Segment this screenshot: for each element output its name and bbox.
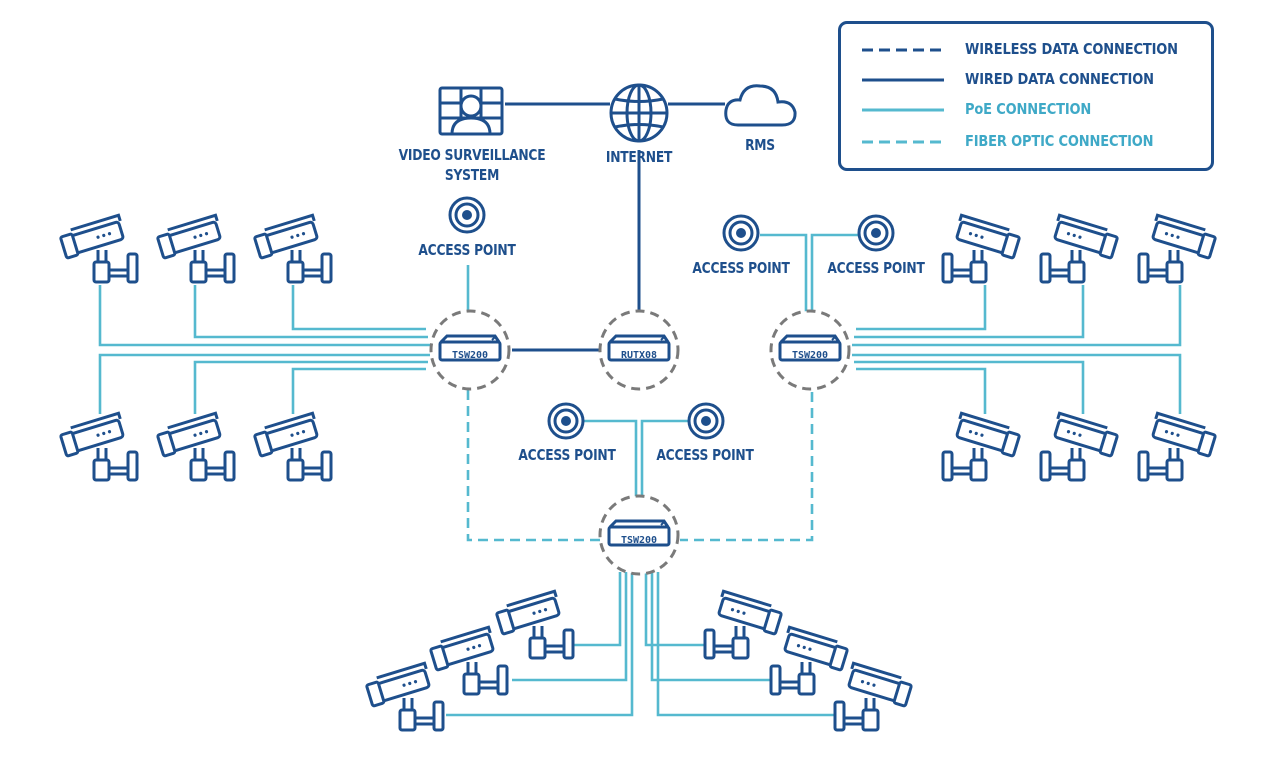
legend-wired-label: WIRED DATA CONNECTION xyxy=(965,70,1154,88)
switch-right-label: TSW200 xyxy=(792,350,828,361)
video-surveillance-icon xyxy=(438,86,504,136)
access-point-label: ACCESS POINT xyxy=(656,446,754,464)
legend-wireless-label: WIRELESS DATA CONNECTION xyxy=(965,40,1178,58)
camera-icon xyxy=(57,213,139,284)
legend-poe-label: PoE CONNECTION xyxy=(965,100,1092,118)
camera-icon xyxy=(154,411,236,482)
camera-icon xyxy=(833,661,915,732)
globe-icon xyxy=(609,83,669,143)
rms-label: RMS xyxy=(745,136,775,154)
cloud-icon xyxy=(724,84,797,127)
internet-label: INTERNET xyxy=(605,148,673,166)
legend-fiber-label: FIBER OPTIC CONNECTION xyxy=(965,132,1154,150)
camera-icon xyxy=(1137,411,1219,482)
legend xyxy=(838,21,1214,171)
switch-left-label: TSW200 xyxy=(452,350,488,361)
camera-icon xyxy=(427,625,509,696)
camera-icon xyxy=(1039,213,1121,284)
camera-icon xyxy=(493,589,575,660)
vss-label-line1: VIDEO SURVEILLANCE xyxy=(398,146,546,164)
access-point-icon xyxy=(547,402,585,440)
access-point-label: ACCESS POINT xyxy=(518,446,616,464)
access-point-icon xyxy=(857,214,895,252)
access-point-label: ACCESS POINT xyxy=(692,259,790,277)
camera-icon xyxy=(1137,213,1219,284)
camera-icon xyxy=(941,411,1023,482)
access-point-label: ACCESS POINT xyxy=(418,241,516,259)
access-point-icon xyxy=(687,402,725,440)
camera-icon xyxy=(363,661,445,732)
access-point-icon xyxy=(448,196,486,234)
camera-icon xyxy=(703,589,785,660)
router-label: RUTX08 xyxy=(621,350,657,361)
switch-bottom-label: TSW200 xyxy=(621,535,657,546)
camera-icon xyxy=(251,213,333,284)
access-point-icon xyxy=(722,214,760,252)
camera-icon xyxy=(941,213,1023,284)
camera-icon xyxy=(769,625,851,696)
camera-icon xyxy=(1039,411,1121,482)
camera-icon xyxy=(251,411,333,482)
camera-icon xyxy=(57,411,139,482)
vss-label-line2: SYSTEM xyxy=(444,166,500,184)
camera-icon xyxy=(154,213,236,284)
access-point-label: ACCESS POINT xyxy=(827,259,925,277)
